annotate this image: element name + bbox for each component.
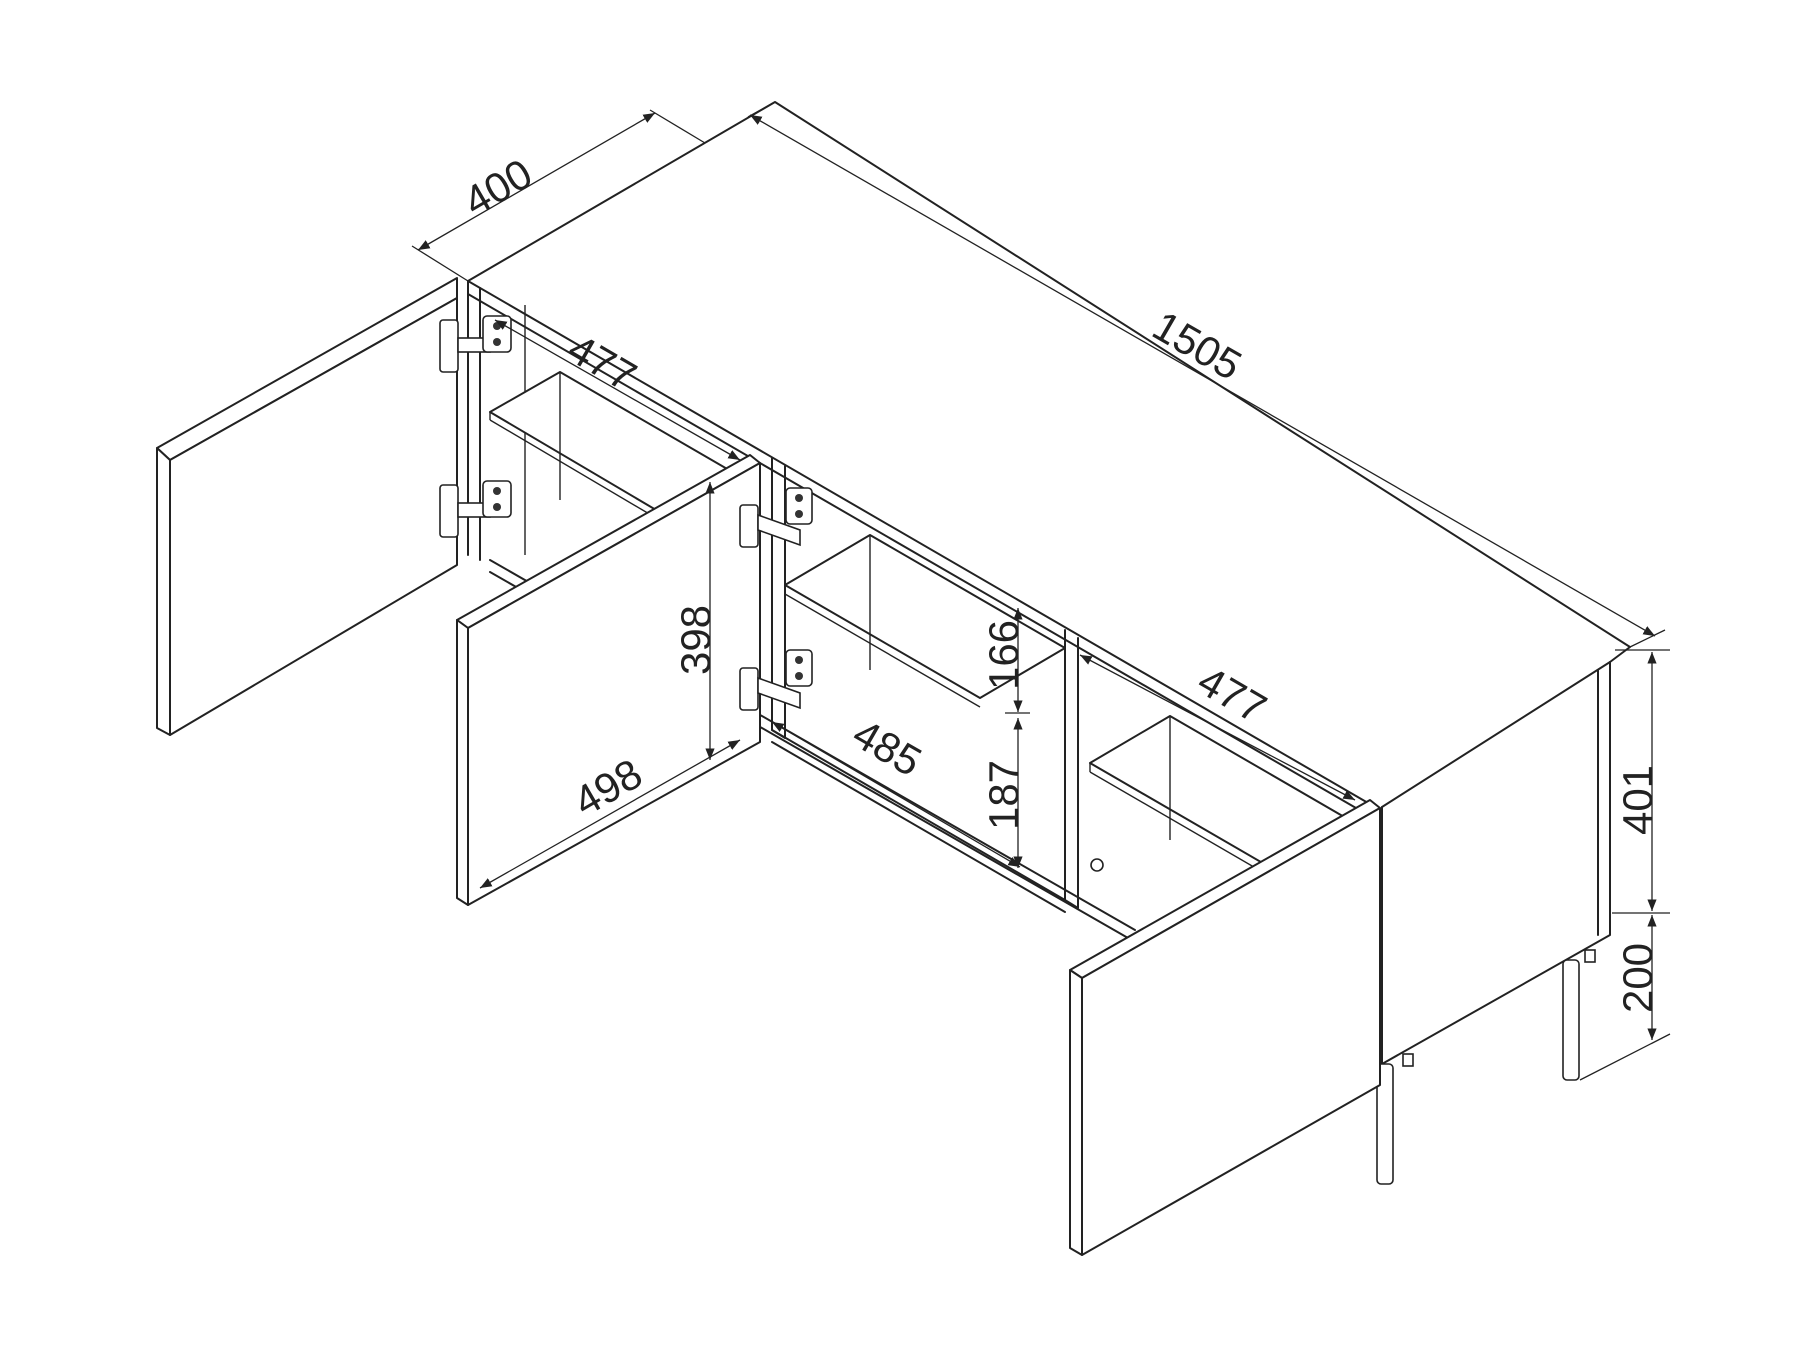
cabinet-legs (1376, 949, 1596, 1185)
hinge-left-bottom (439, 480, 512, 538)
dimension-lower-compartment-height: 187 (980, 718, 1027, 868)
dim-label-upper-compartment-height: 166 (980, 620, 1027, 690)
hinge-middle-bottom (739, 649, 813, 711)
dim-label-body-height: 401 (1614, 765, 1661, 835)
dimension-leg-height: 200 (1579, 915, 1671, 1081)
door-middle (456, 454, 761, 906)
dim-label-leg-height: 200 (1614, 943, 1661, 1013)
leg-front-left (1376, 1063, 1394, 1185)
dim-label-lower-compartment-height: 187 (980, 760, 1027, 830)
hinge-left-top (439, 315, 512, 373)
dimension-upper-compartment-height: 166 (980, 608, 1030, 714)
leg-front-right (1562, 959, 1580, 1081)
dim-label-door-height: 398 (672, 605, 719, 675)
dim-label-shelf-depth-right: 477 (1190, 657, 1274, 733)
dimension-door-height: 398 (672, 482, 719, 760)
dim-label-compartment-width: 485 (845, 710, 929, 786)
door-right (1069, 799, 1381, 1256)
door-left (156, 277, 458, 736)
dimension-body-height: 401 (1612, 649, 1670, 914)
dim-label-depth: 400 (456, 150, 540, 226)
dimension-depth: 400 (411, 109, 706, 282)
dim-label-width: 1505 (1145, 302, 1249, 389)
